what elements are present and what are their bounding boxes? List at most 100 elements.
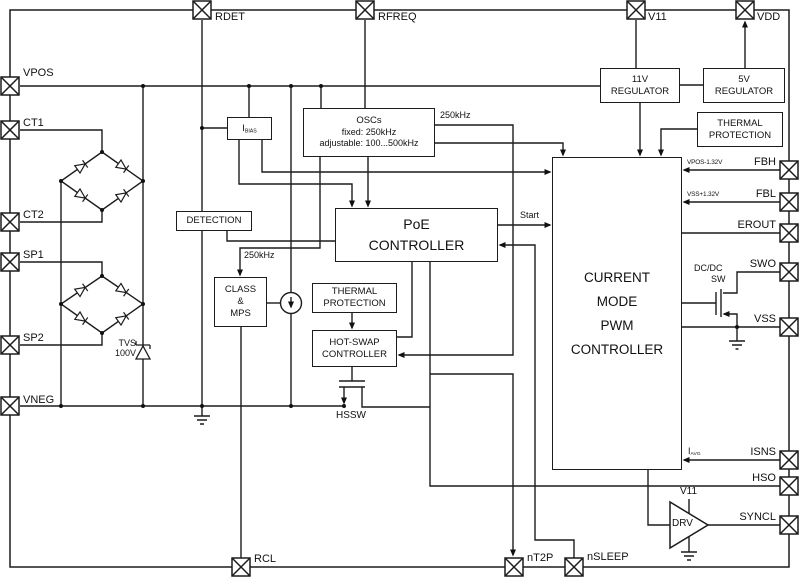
block-class-mps: CLASS & MPS — [214, 277, 267, 327]
diode-bridge-1 — [59, 151, 145, 211]
dcdc-source — [722, 311, 738, 327]
pin-label-vss: VSS — [753, 313, 776, 325]
label-tvs: TVS 100V — [114, 338, 136, 358]
pin-label-vpos: VPOS — [23, 67, 54, 79]
wire-ct1 — [20, 129, 103, 152]
poe-line1: PoE — [403, 216, 430, 232]
block-5v-regulator: 5V REGULATOR — [703, 68, 785, 103]
drv-ground-symbol — [681, 537, 697, 561]
pin-syncl — [779, 515, 799, 535]
pin-vss — [779, 317, 799, 337]
class-line1: CLASS — [224, 284, 257, 296]
pin-label-ct2: CT2 — [23, 209, 44, 221]
pin-vpos — [0, 76, 20, 96]
wire-poe-to-nt2p — [430, 373, 516, 557]
pwm-line4: CONTROLLER — [570, 341, 664, 357]
bridge-diodes — [73, 158, 130, 327]
pin-label-fbl: FBL — [755, 188, 776, 200]
ibias-label: IBIAS — [242, 122, 257, 134]
block-detection: DETECTION — [176, 211, 252, 231]
wire-ct2 — [20, 210, 103, 223]
label-fbl-threshold: VSS+1.32V — [687, 191, 719, 198]
block-poe-controller: PoE CONTROLLER — [335, 208, 498, 262]
class-line2: & — [237, 296, 244, 308]
pin-swo — [779, 262, 799, 282]
junction-dots — [59, 84, 739, 408]
pwm-line2: MODE — [596, 293, 638, 309]
label-dcdc: DC/DC — [694, 263, 723, 273]
label-250khz-osc: 250kHz — [440, 110, 471, 120]
pin-label-swo: SWO — [749, 258, 776, 270]
detection-ground-symbol — [194, 406, 210, 425]
wire-thermal-top-to-pwm — [658, 128, 697, 157]
pin-label-nsleep: nSLEEP — [587, 551, 629, 563]
pin-label-syncl: SYNCL — [739, 511, 776, 523]
hotswap-line1: HOT-SWAP — [329, 336, 380, 348]
pin-rcl — [231, 557, 251, 577]
diode-bridge-2 — [59, 275, 145, 334]
label-iavg: IAVG — [688, 446, 701, 458]
pin-label-v11: V11 — [648, 11, 667, 23]
wire-osc-250khz-to-class — [237, 157, 321, 277]
pin-sp2 — [0, 335, 20, 355]
detection-label: DETECTION — [186, 215, 242, 227]
pin-erout — [779, 223, 799, 243]
pin-label-erout: EROUT — [737, 219, 777, 231]
block-ibias: IBIAS — [227, 117, 272, 140]
pin-label-rdet: RDET — [215, 11, 245, 23]
pin-label-vneg: VNEG — [23, 394, 55, 406]
pin-label-vdd: VDD — [757, 11, 781, 23]
osc-title: OSCs — [356, 115, 382, 127]
wire-swo-drain — [723, 271, 780, 294]
block-current-mode-pwm-controller: CURRENT MODE PWM CONTROLLER — [552, 157, 682, 470]
wire-osc-adj-to-pwm — [435, 142, 566, 157]
label-drv-v11: V11 — [680, 486, 698, 497]
chip-boundary — [9, 9, 790, 568]
pin-fbl — [779, 192, 799, 212]
reg11-line1: 11V — [631, 73, 649, 85]
pin-hso — [779, 476, 799, 496]
reg11-line2: REGULATOR — [610, 85, 670, 97]
reg5-line2: REGULATOR — [714, 85, 774, 97]
wire-osc-250khz-to-hotswap — [397, 124, 514, 358]
pin-rfreq — [355, 0, 375, 20]
pin-label-ct1: CT1 — [23, 117, 44, 129]
pin-isns — [779, 450, 799, 470]
tvs-diode — [134, 341, 152, 360]
class-line3: MPS — [230, 307, 251, 319]
pin-nt2p — [504, 557, 524, 577]
pin-v11 — [626, 0, 646, 20]
wire-ibias-to-poe — [238, 140, 355, 208]
pin-label-sp2: SP2 — [23, 332, 44, 344]
label-hssw: HSSW — [336, 410, 366, 421]
pin-vneg — [0, 396, 20, 416]
label-250khz-class: 250kHz — [244, 250, 275, 260]
block-oscillators: OSCs fixed: 250kHz adjustable: 100...500… — [303, 108, 435, 157]
wire-pwm-to-drv — [647, 470, 670, 526]
label-dcdc-sw: SW — [711, 274, 726, 284]
class-current-source — [279, 291, 303, 315]
thermal-top-line1: THERMAL — [717, 117, 763, 129]
wire-sp2 — [20, 333, 103, 346]
pin-ct2 — [0, 212, 20, 232]
label-start: Start — [520, 210, 540, 220]
pin-sp1 — [0, 252, 20, 272]
wire-poe-to-hotswap — [397, 262, 413, 338]
thermal-top-line2: PROTECTION — [708, 129, 772, 141]
block-11v-regulator: 11V REGULATOR — [600, 68, 680, 103]
label-fbh-threshold: VPOS-1.32V — [687, 159, 723, 166]
pin-label-rcl: RCL — [254, 553, 277, 565]
pin-ct1 — [0, 120, 20, 140]
pin-label-isns: ISNS — [750, 446, 776, 458]
label-drv: DRV — [672, 518, 693, 529]
poe-line2: CONTROLLER — [368, 237, 465, 253]
wire-sp1 — [20, 261, 103, 276]
osc-adjustable: adjustable: 100...500kHz — [319, 138, 419, 149]
hotswap-line2: CONTROLLER — [322, 348, 387, 360]
osc-fixed: fixed: 250kHz — [341, 127, 397, 138]
hssw-drain — [361, 387, 430, 408]
pin-fbh — [779, 160, 799, 180]
thermal-mid-line2: PROTECTION — [323, 298, 386, 309]
wire-nsleep-to-poe — [498, 242, 575, 558]
pin-vdd — [735, 0, 755, 20]
